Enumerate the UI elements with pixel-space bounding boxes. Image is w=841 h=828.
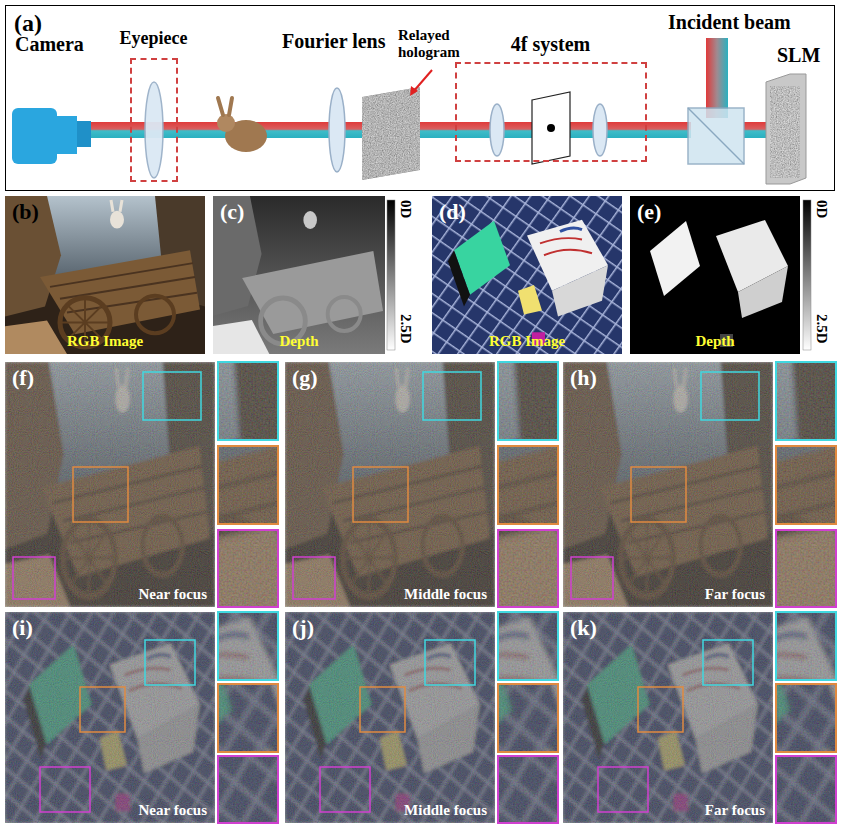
panel-letter: (d)	[439, 200, 466, 224]
image-panel: (c) Depth	[213, 196, 385, 354]
panel-letter: (f)	[12, 366, 34, 390]
panel-letter: (k)	[570, 616, 597, 640]
panel-caption: Depth	[695, 333, 734, 350]
eyepiece-box: Eyepiece	[130, 58, 178, 182]
image-panel: (b) RGB Image	[5, 196, 205, 354]
panel-caption: Depth	[279, 333, 318, 350]
result-panel: (j) Middle focus	[285, 612, 495, 823]
result-panel: (g) Middle focus	[285, 362, 495, 607]
relay-system-box: 4f system	[455, 62, 647, 162]
result-panel: (k) Far focus	[563, 612, 773, 823]
focus-label: Near focus	[139, 586, 207, 603]
panel-letter: (g)	[292, 366, 318, 390]
focus-label: Far focus	[705, 586, 765, 603]
panel-caption: RGB Image	[489, 333, 565, 350]
result-panel: (i) Near focus	[5, 612, 215, 823]
panel-caption: RGB Image	[67, 333, 143, 350]
focus-label: Far focus	[705, 802, 765, 819]
panel-letter: (j)	[292, 616, 314, 640]
focus-label: Near focus	[139, 802, 207, 819]
panel-letter: (e)	[637, 200, 661, 224]
image-panel: (e) Depth	[630, 196, 800, 354]
colorbar-label: 0D	[398, 200, 415, 218]
panel-letter: (h)	[570, 366, 597, 390]
panel-letter: (a)	[14, 10, 42, 36]
component-label: Eyepiece	[120, 29, 188, 49]
panel-letter: (i)	[12, 616, 33, 640]
component-label: Camera	[15, 33, 84, 55]
focus-label: Middle focus	[404, 802, 487, 819]
colorbar-label: 2.5D	[398, 314, 415, 344]
component-label: Relayed hologram	[398, 27, 478, 60]
component-label: SLM	[777, 44, 820, 66]
colorbar-label: 0D	[814, 200, 831, 218]
colorbar-label: 2.5D	[814, 314, 831, 344]
image-panel: (d) RGB Image	[432, 196, 622, 354]
panel-letter: (b)	[12, 200, 39, 224]
result-panel: (f) Near focus	[5, 362, 215, 607]
component-label: Incident beam	[668, 11, 791, 33]
component-label: Fourier lens	[282, 30, 386, 52]
result-panel: (h) Far focus	[563, 362, 773, 607]
focus-label: Middle focus	[404, 586, 487, 603]
panel-letter: (c)	[220, 200, 244, 224]
component-label: 4f system	[511, 33, 590, 55]
